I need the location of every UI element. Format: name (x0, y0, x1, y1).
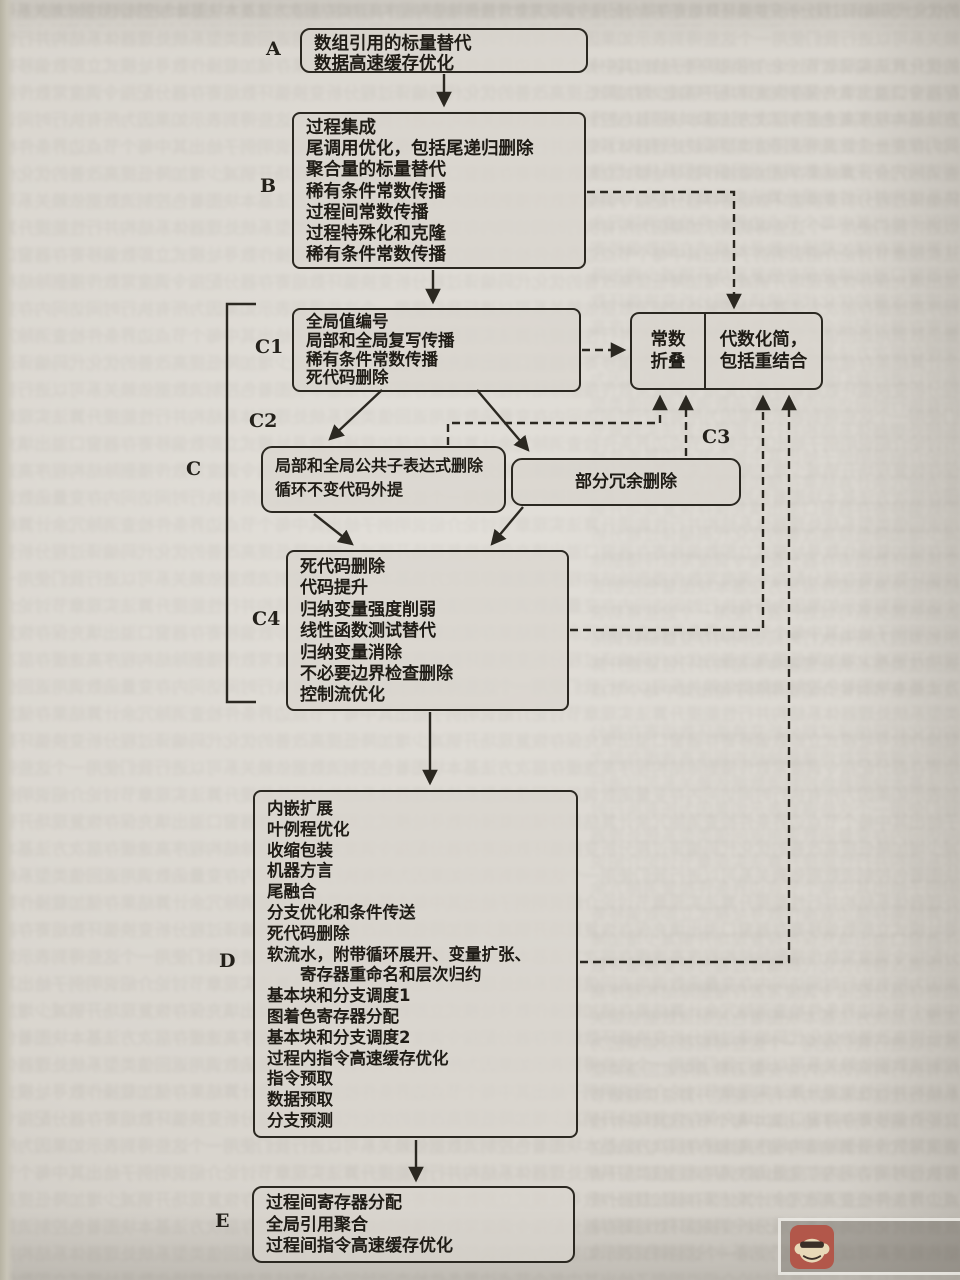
stage-label-a: A (266, 38, 281, 60)
dashed-arrow-c4-to-algebraic (570, 394, 771, 632)
monkey-face-logo-icon (790, 1224, 834, 1269)
stage-label-c1: C1 (255, 336, 284, 358)
stage-label-c: C (186, 458, 202, 480)
arrow-c1-to-c3 (476, 389, 530, 452)
arrow-c2-to-c4 (313, 513, 354, 546)
photo-app-watermark (778, 1218, 960, 1275)
dashed-arrow-c2-to-constfold (446, 394, 668, 445)
arrow-c3-to-c4 (490, 506, 524, 546)
stage-label-c2: C2 (249, 410, 278, 432)
stage-label-c4: C4 (252, 608, 281, 630)
stage-label-c3: C3 (702, 426, 731, 448)
stage-label-e: E (215, 1210, 230, 1232)
dashed-arrow-d-to-algebraic (580, 394, 797, 964)
stage-c-bracket (225, 302, 256, 704)
dashed-arrow-b-to-algebraic (587, 190, 742, 310)
stage-label-b: B (260, 175, 277, 197)
stage-label-d: D (219, 950, 236, 972)
arrow-c1-to-c2 (328, 389, 383, 441)
